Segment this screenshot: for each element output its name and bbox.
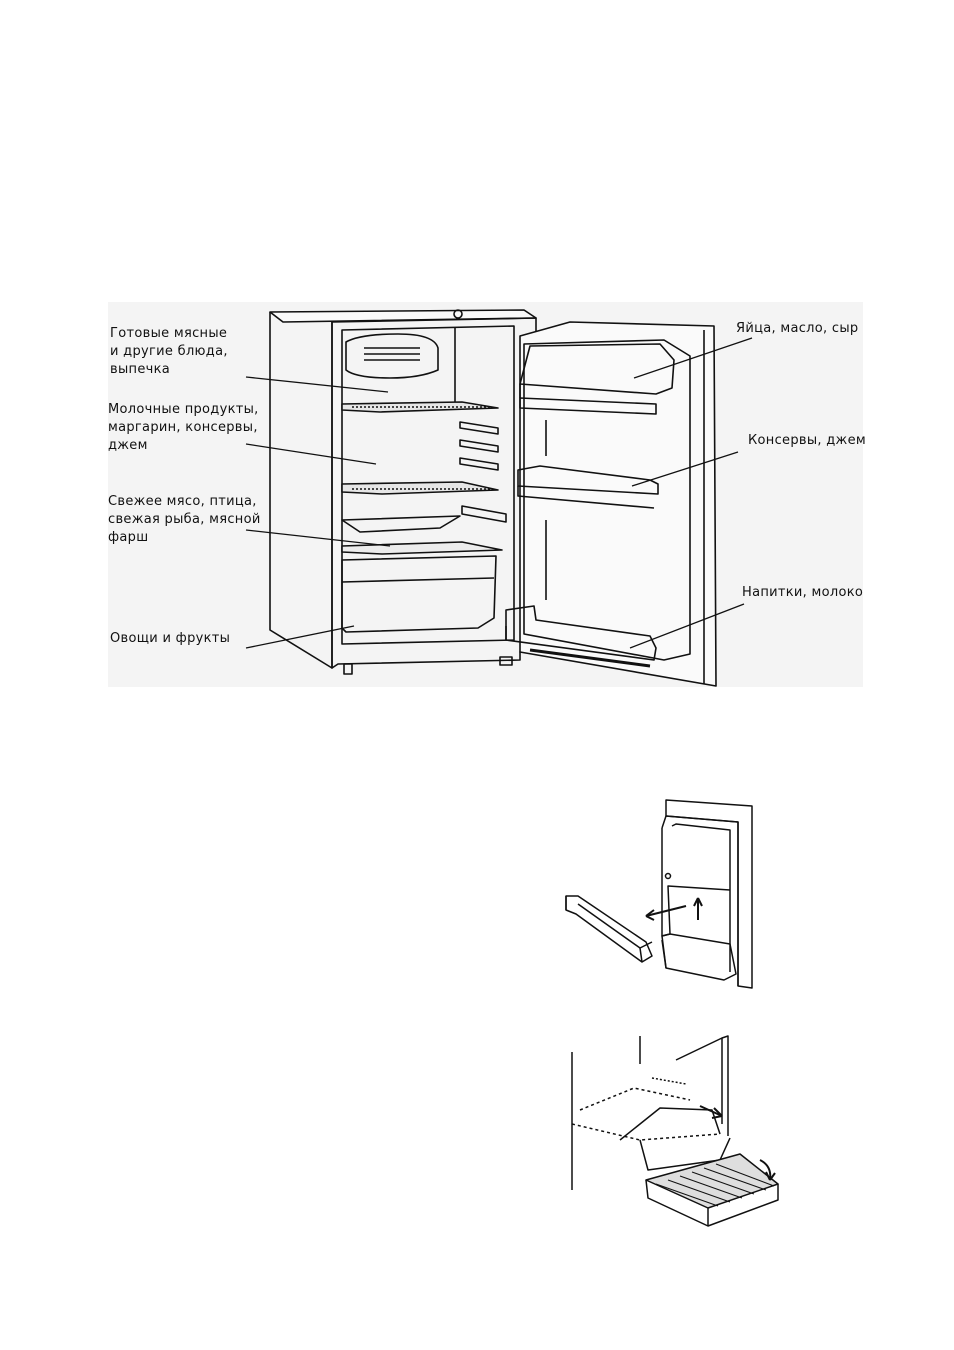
label-drinks-milk: Напитки, молоко [742, 584, 863, 602]
label-dairy-products: Молочные продукты, маргарин, консервы, д… [108, 401, 259, 455]
label-eggs-butter-cheese: Яйца, масло, сыр [736, 320, 858, 338]
label-vegetables-fruits: Овощи и фрукты [110, 630, 230, 648]
label-cooked-dishes: Готовые мясные и другие блюда, выпечка [110, 325, 228, 379]
label-canned-jam: Консервы, джем [748, 432, 866, 450]
crisper-removal-illustration [572, 1036, 778, 1226]
label-fresh-meat: Свежее мясо, птица, свежая рыба, мясной … [108, 493, 261, 547]
door-compartment-removal-illustration [566, 800, 752, 988]
arrow-right-icon [700, 1106, 722, 1116]
crisper-glass-shelf [646, 1154, 778, 1208]
